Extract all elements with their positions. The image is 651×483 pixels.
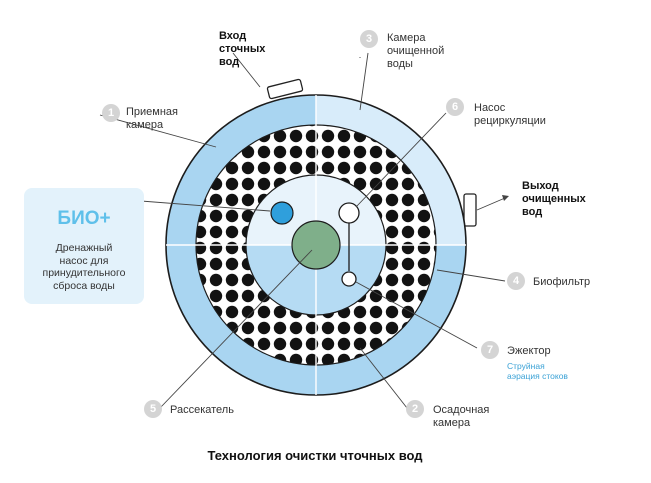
bio-plus-callout: БИО+ Дренажный насос для принудительного…: [24, 188, 144, 304]
outlet-label: Выход очищенных вод: [522, 180, 586, 218]
outlet-nozzle: [463, 193, 477, 227]
biofilter-label: Биофильтр: [533, 276, 591, 288]
receiving-chamber-label: Приемная камера: [126, 106, 178, 131]
badge-settling-chamber: 2: [406, 400, 424, 418]
intake-circle: [270, 201, 294, 225]
badge-divider: 5: [144, 400, 162, 418]
bio-plus-title: БИО+: [57, 208, 111, 229]
inlet-label: Вход сточных вод: [219, 30, 266, 68]
badge-clean-water-chamber: 3: [360, 30, 378, 48]
badge-ejector: 7: [481, 341, 499, 359]
divider-label: Рассекатель: [170, 404, 234, 416]
bio-plus-text: Дренажный насос для принудительного сбро…: [42, 242, 126, 292]
clean-water-chamber-label: Камера очищенной воды: [387, 32, 445, 70]
diagram-caption: Технология очистки чточных вод: [207, 448, 423, 463]
recirculation-pump-circle: [338, 202, 360, 224]
badge-receiving-chamber: 1: [102, 104, 120, 122]
outlet-arrow: [476, 195, 509, 211]
ejector-circle: [341, 271, 357, 287]
badge-recirculation-pump: 6: [446, 98, 464, 116]
ejector-label: Эжектор: [507, 345, 551, 357]
ejector-sublabel: Струйная аэрация стоков: [507, 361, 568, 381]
leader-lines: [99, 52, 506, 409]
settling-chamber-label: Осадочная камера: [433, 404, 490, 429]
pump-circle: [291, 220, 341, 270]
inlet-nozzle: [266, 78, 304, 100]
recirculation-pump-label: Насос рециркуляции: [474, 102, 546, 127]
badge-biofilter: 4: [507, 272, 525, 290]
